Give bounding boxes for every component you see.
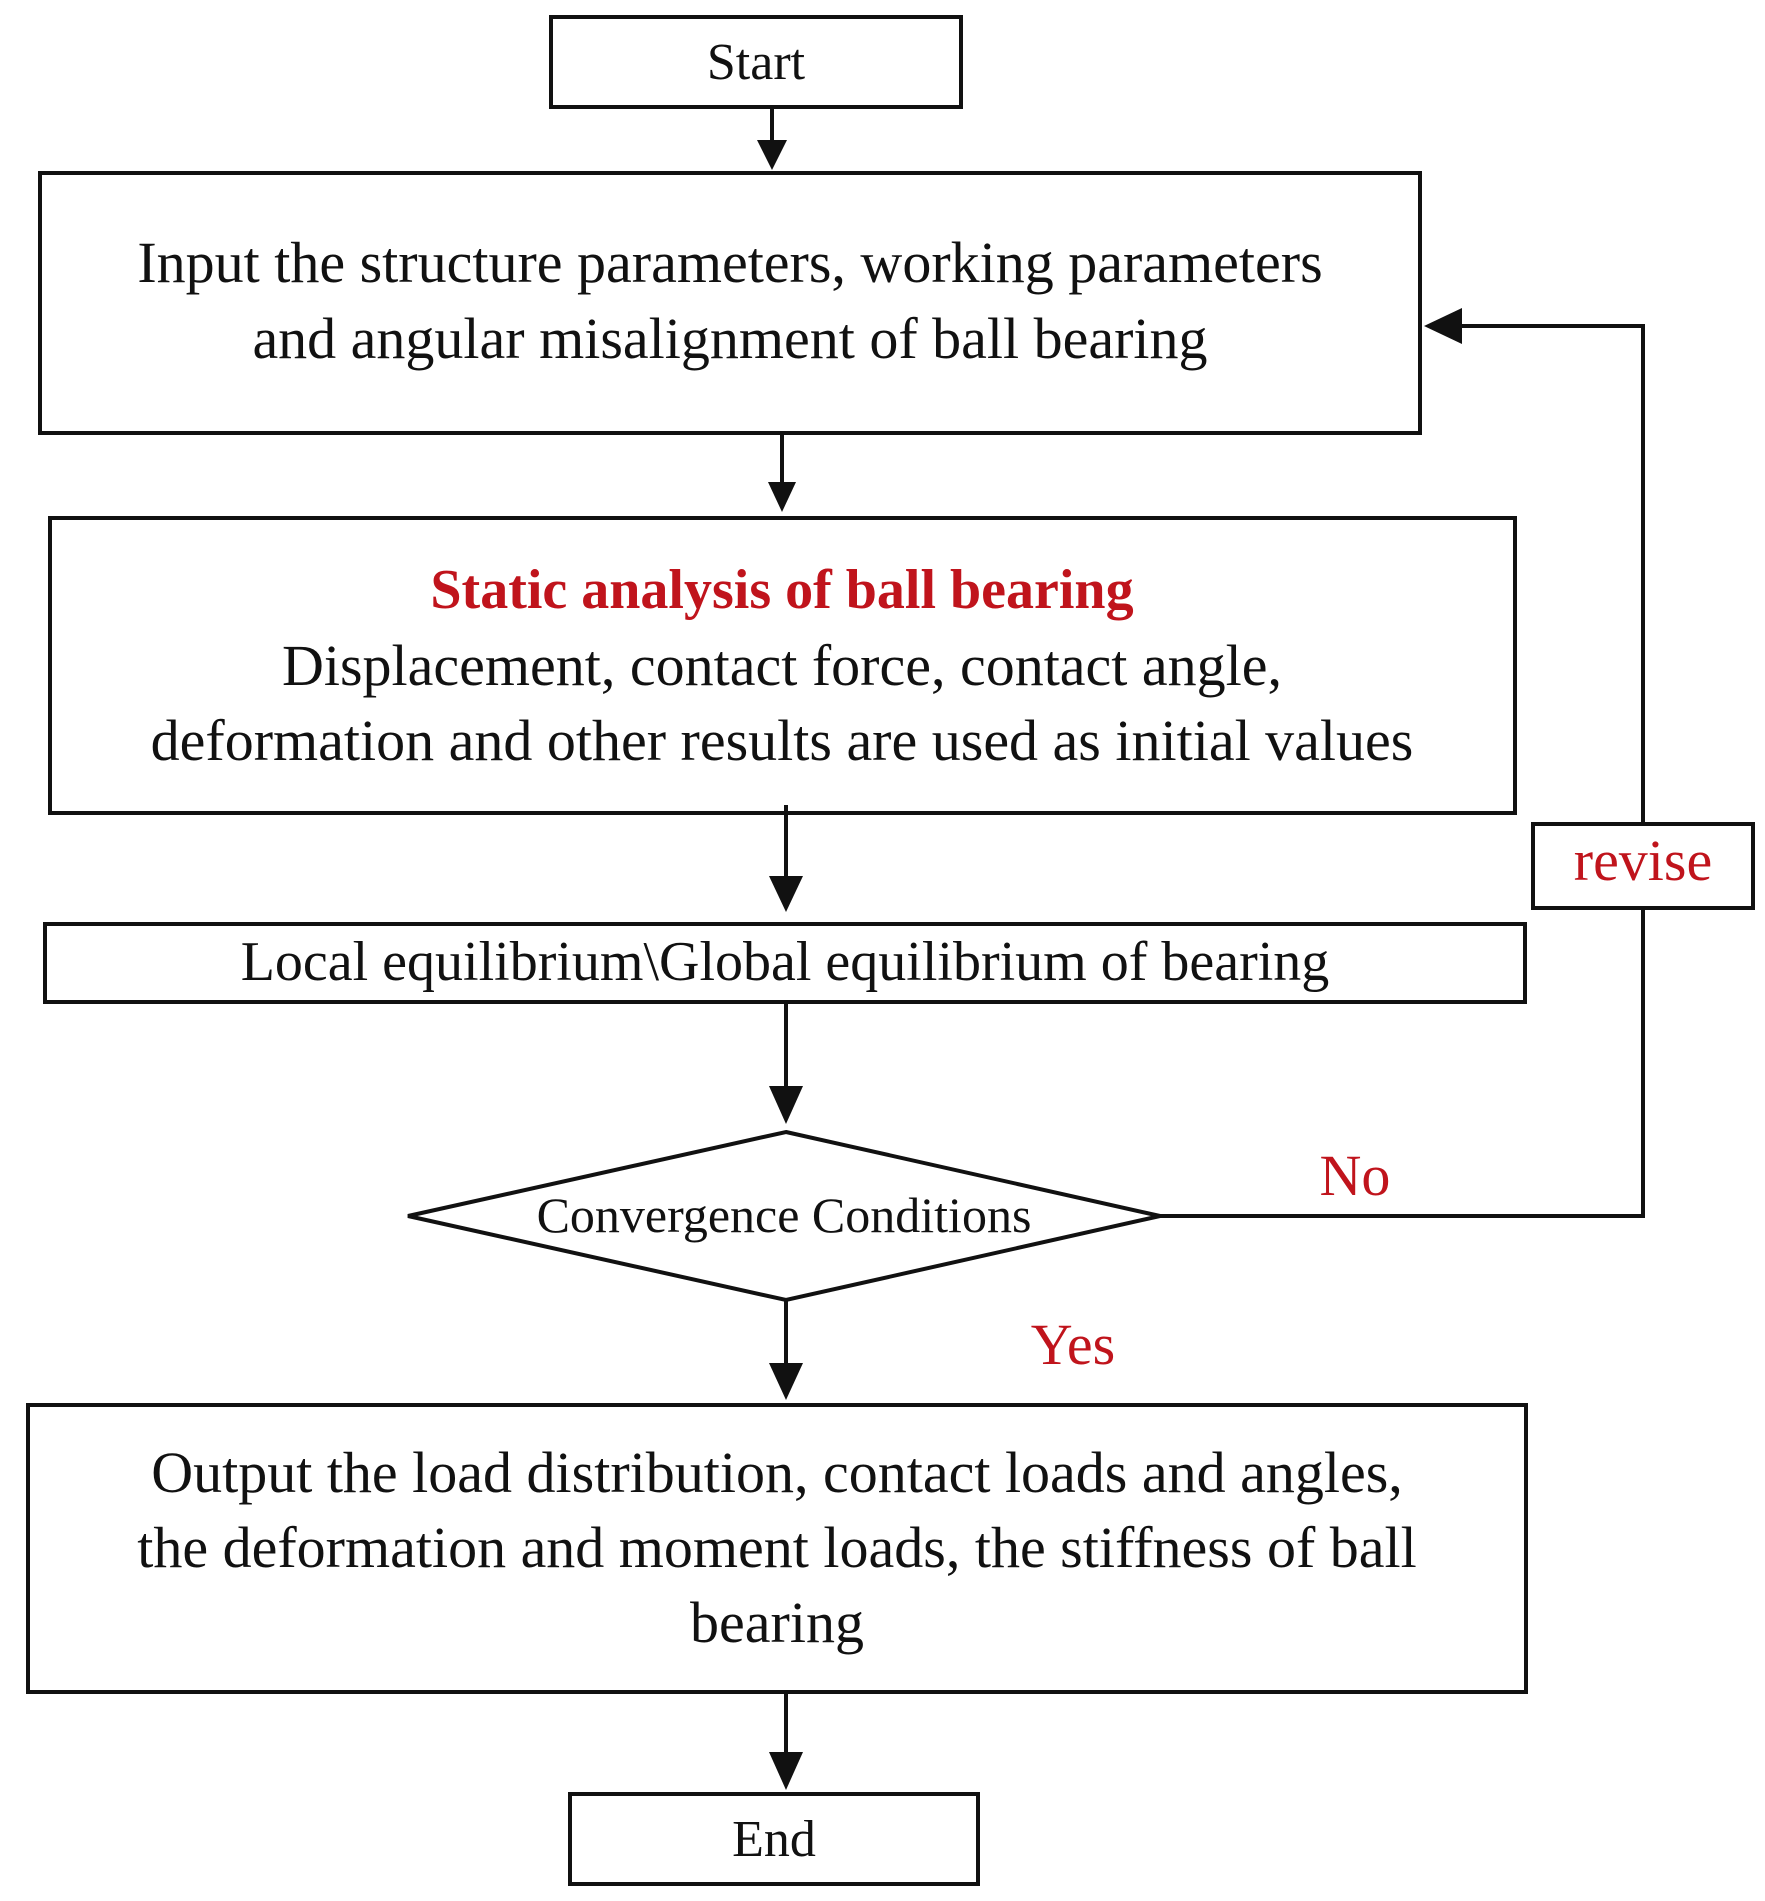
yes-label: Yes <box>1031 1312 1115 1377</box>
output-node: Output the load distribution, contact lo… <box>26 1403 1528 1694</box>
input-line-1: Input the structure parameters, working … <box>137 230 1322 295</box>
loop-back-connector <box>1160 308 1645 1218</box>
static-analysis-line-2: deformation and other results are used a… <box>151 708 1414 773</box>
output-line-3: bearing <box>690 1590 864 1655</box>
static-analysis-title: Static analysis of ball bearing <box>430 559 1133 621</box>
start-node: Start <box>549 15 963 109</box>
output-line-1: Output the load distribution, contact lo… <box>151 1440 1403 1505</box>
revise-label: revise <box>1574 828 1713 893</box>
static-analysis-node: Static analysis of ball bearing Displace… <box>48 516 1517 815</box>
input-line-2: and angular misalignment of ball bearing <box>252 306 1207 371</box>
end-node: End <box>568 1792 980 1886</box>
arrow-equilibrium-to-decision <box>769 1002 803 1124</box>
no-label: No <box>1320 1143 1391 1208</box>
revise-node: revise <box>1531 822 1755 910</box>
arrow-decision-to-output <box>769 1300 803 1400</box>
decision-node: Convergence Conditions <box>407 1129 1161 1303</box>
end-label: End <box>732 1811 816 1868</box>
decision-label: Convergence Conditions <box>537 1187 1032 1243</box>
arrow-start-to-input <box>757 107 787 170</box>
output-line-2: the deformation and moment loads, the st… <box>137 1515 1416 1580</box>
static-analysis-line-1: Displacement, contact force, contact ang… <box>282 633 1282 698</box>
arrow-input-to-static <box>768 433 796 512</box>
input-node: Input the structure parameters, working … <box>38 171 1422 435</box>
equilibrium-node: Local equilibrium\Global equilibrium of … <box>43 922 1527 1004</box>
arrow-static-to-equilibrium <box>769 805 803 912</box>
arrow-output-to-end <box>769 1692 803 1790</box>
start-label: Start <box>707 34 806 91</box>
equilibrium-label: Local equilibrium\Global equilibrium of … <box>241 931 1330 993</box>
